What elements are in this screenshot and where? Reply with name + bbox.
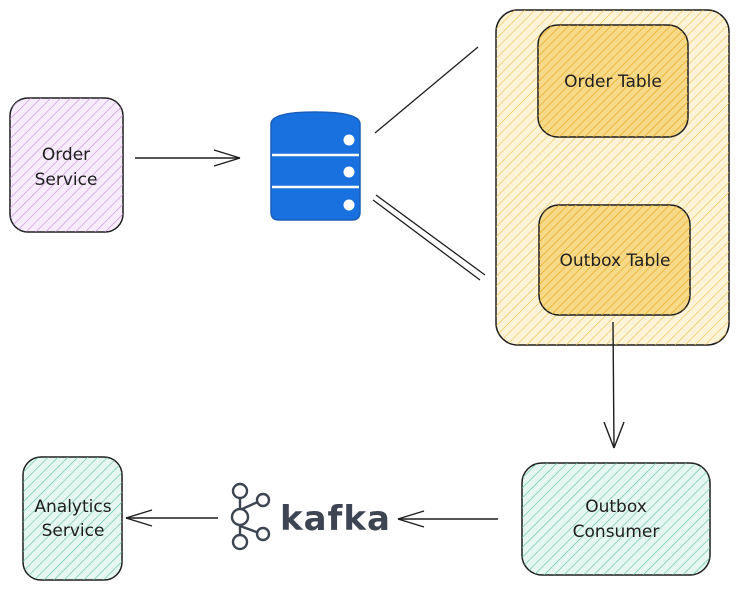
outbox-table-node: Outbox Table <box>538 204 691 316</box>
outbox-consumer-label-line1: Outbox <box>585 497 647 517</box>
analytics-service-label-line2: Service <box>42 521 105 541</box>
database-icon <box>270 111 361 221</box>
arrow-order-service-to-db <box>135 149 241 167</box>
outbox-consumer-node: Outbox Consumer <box>521 462 711 576</box>
kafka-icon <box>230 482 271 551</box>
order-table-node: Order Table <box>537 24 689 138</box>
analytics-service-label-line1: Analytics <box>34 497 111 517</box>
order-table-label: Order Table <box>564 72 662 92</box>
arrow-kafka-to-analytics <box>125 509 218 527</box>
arrow-consumer-to-kafka <box>397 510 498 528</box>
kafka-label: kafka <box>280 499 391 539</box>
order-service-label-line2: Service <box>35 170 98 190</box>
analytics-service-node: Analytics Service <box>22 456 123 581</box>
zoom-lines <box>372 46 486 281</box>
outbox-table-label: Outbox Table <box>560 251 671 271</box>
outbox-consumer-label-line2: Consumer <box>573 522 660 542</box>
order-service-node: Order Service <box>9 97 124 233</box>
order-service-label-line1: Order <box>42 145 90 165</box>
arrow-outbox-table-to-consumer <box>603 321 625 449</box>
kafka-logo: kafka <box>230 482 391 551</box>
